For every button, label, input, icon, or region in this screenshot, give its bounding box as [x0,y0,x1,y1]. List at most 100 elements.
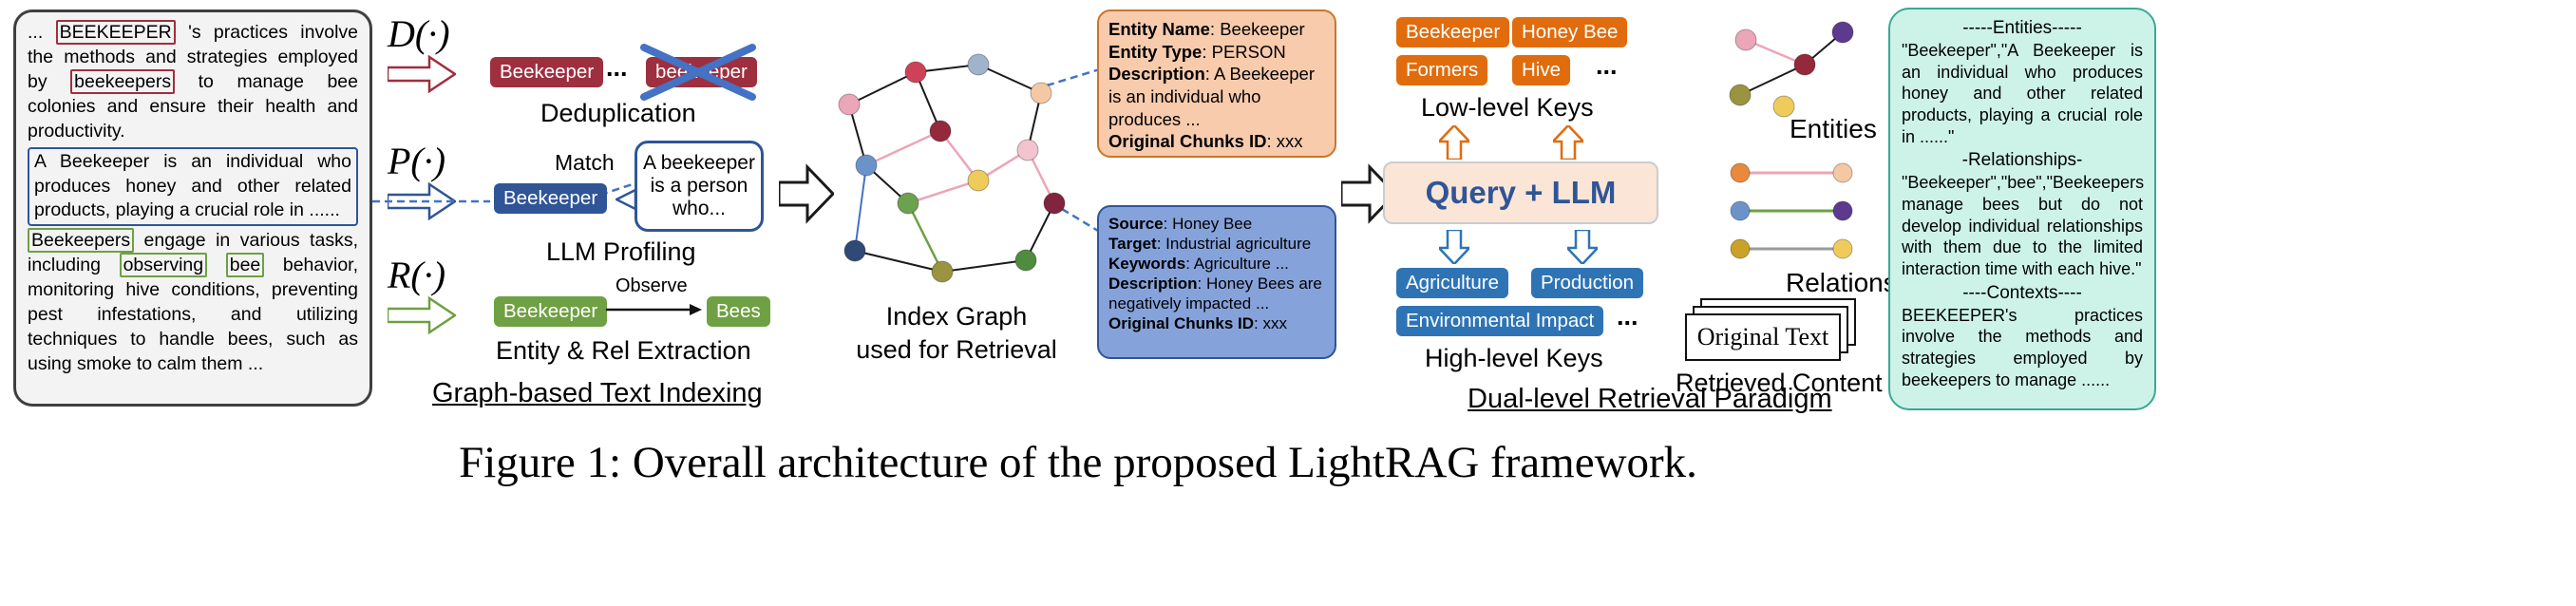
source-text: behavior, monitoring hive conditions, pr… [28,255,358,374]
graph-edge [906,202,944,273]
graph-node [1832,200,1853,221]
entity-card-key: Entity Name [1108,19,1210,39]
result-contexts-text: BEEKEEPER's practices involve the method… [1902,305,2143,389]
high-level-key-chip: Production [1531,268,1644,298]
result-entities-header: -----Entities----- [1962,18,2082,38]
source-text: to manage bee colonies and ensure their … [28,70,358,142]
retrieval-result-panel: -----Entities----- "Beekeeper","A Beekee… [1888,8,2156,410]
cross-out-icon [640,44,756,101]
relation-card-row: Source: Honey Bee [1108,214,1325,234]
arrow-shape [388,182,456,220]
graph-node [1014,249,1037,272]
index-graph-label-line2: used for Retrieval [856,335,1057,365]
extracted-entity-chip: Beekeeper [494,296,608,327]
extract-arrow-icon [388,296,456,334]
relation-card-row: Keywords: Agriculture ... [1108,254,1325,274]
dedup-operator-label: D(·) [388,12,450,55]
graph-node [897,192,919,215]
relation-card-row: Target: Industrial agriculture [1108,234,1325,254]
relation-card-value: : Industrial agriculture [1156,235,1312,254]
arrow-head [690,304,702,315]
relation-card-key: Original Chunks ID [1108,314,1255,333]
graph-node [1729,84,1752,106]
result-contexts-header: ----Contexts---- [1962,282,2082,303]
llm-profiling-label: LLM Profiling [546,237,696,266]
arrow-shape [1439,125,1469,160]
graph-node [967,53,990,76]
graph-edge [1739,64,1806,96]
graph-edge [977,64,1042,94]
entity-highlight-beekeeper-caps: BEEKEEPER [55,20,176,45]
low-level-key-chip: Beekeeper [1396,17,1510,47]
entity-card-row: Entity Name: Beekeeper [1108,18,1325,41]
arrow-shape [1553,125,1583,160]
graph-edge [941,259,1027,273]
entity-card-row: Original Chunks ID: xxx [1108,130,1325,153]
graph-node [1832,162,1853,183]
retrieved-relation-pair [1730,162,1853,183]
cross-line [640,44,756,101]
entity-rel-extraction-label: Entity & Rel Extraction [496,336,751,365]
graph-edge [854,164,867,252]
graph-edge [915,71,941,132]
graph-node [838,93,861,116]
relation-card-key: Keywords [1108,255,1186,274]
profiled-entity-chip: Beekeeper [494,183,608,214]
dual-level-retrieval-heading: Dual-level Retrieval Paradigm [1468,384,1832,414]
relation-card-key: Source [1108,215,1164,233]
dashed-connector-to-entity-card [1046,66,1104,87]
flow-arrow-icon [779,163,834,224]
down-arrow-icon [1567,230,1598,264]
graph-edge [865,129,941,167]
entity-card-row: Description: A Beekeeper is an individua… [1108,63,1325,130]
graph-edge [1745,38,1806,66]
bubble-tail-icon [616,188,636,211]
up-arrow-icon [1439,125,1469,160]
arrow-shape [388,296,456,334]
ellipsis: ... [1617,302,1638,331]
graph-node [1832,238,1853,259]
graph-node [1793,53,1816,76]
low-level-key-chip: Formers [1396,55,1488,85]
relation-highlight-observing: observing [119,253,208,278]
dashed-connector-to-relation-card [1061,207,1104,236]
graph-edge [915,64,979,73]
high-level-keys-label: High-level Keys [1425,344,1603,372]
arrow-shape [1341,163,1396,224]
relation-edge-label: Observe [616,275,688,296]
graph-node [929,120,952,142]
relation-card-value: : Honey Bee [1163,215,1253,233]
retrieved-relation-pair [1730,238,1853,259]
relation-arrow-icon [606,304,702,315]
figure-caption: Figure 1: Overall architecture of the pr… [459,438,1697,487]
graph-based-text-indexing-heading: Graph-based Text Indexing [432,378,763,408]
arrow-shape [1567,230,1598,264]
graph-node [967,169,990,192]
entity-card-value: : A Beekeeper is an individual who produ… [1108,64,1315,129]
up-arrow-icon [1553,125,1583,160]
graph-node [843,239,866,262]
flow-arrow-icon [1341,163,1396,224]
graph-node [855,154,878,177]
extracted-entity-chip-bees: Bees [707,296,770,327]
graph-edge [1025,202,1055,261]
source-text: engage in various tasks, including [28,230,358,276]
entity-card-row: Entity Type: PERSON [1108,41,1325,64]
entity-card-value: : Beekeeper [1209,19,1305,39]
source-text [207,255,226,275]
index-graph [838,53,1104,283]
graph-node [1730,162,1751,183]
relation-card-value: : xxx [1254,314,1287,333]
entity-card-value: : PERSON [1202,41,1286,62]
arrow-shape [779,163,834,224]
profile-operator-label: P(·) [388,140,446,182]
graph-node [1831,21,1854,44]
original-text-paper: Original Text [1685,313,1841,361]
profile-arrow-icon [388,182,456,220]
high-level-key-chip: Environmental Impact [1396,306,1604,336]
graph-node [931,260,954,283]
result-relationships-text: "Beekeeper","bee","Beekeepers manage bee… [1902,173,2145,278]
index-graph-label-line1: Index Graph [885,302,1028,331]
relation-info-card: Source: Honey Bee Target: Industrial agr… [1097,205,1336,359]
graph-node [1043,192,1066,215]
